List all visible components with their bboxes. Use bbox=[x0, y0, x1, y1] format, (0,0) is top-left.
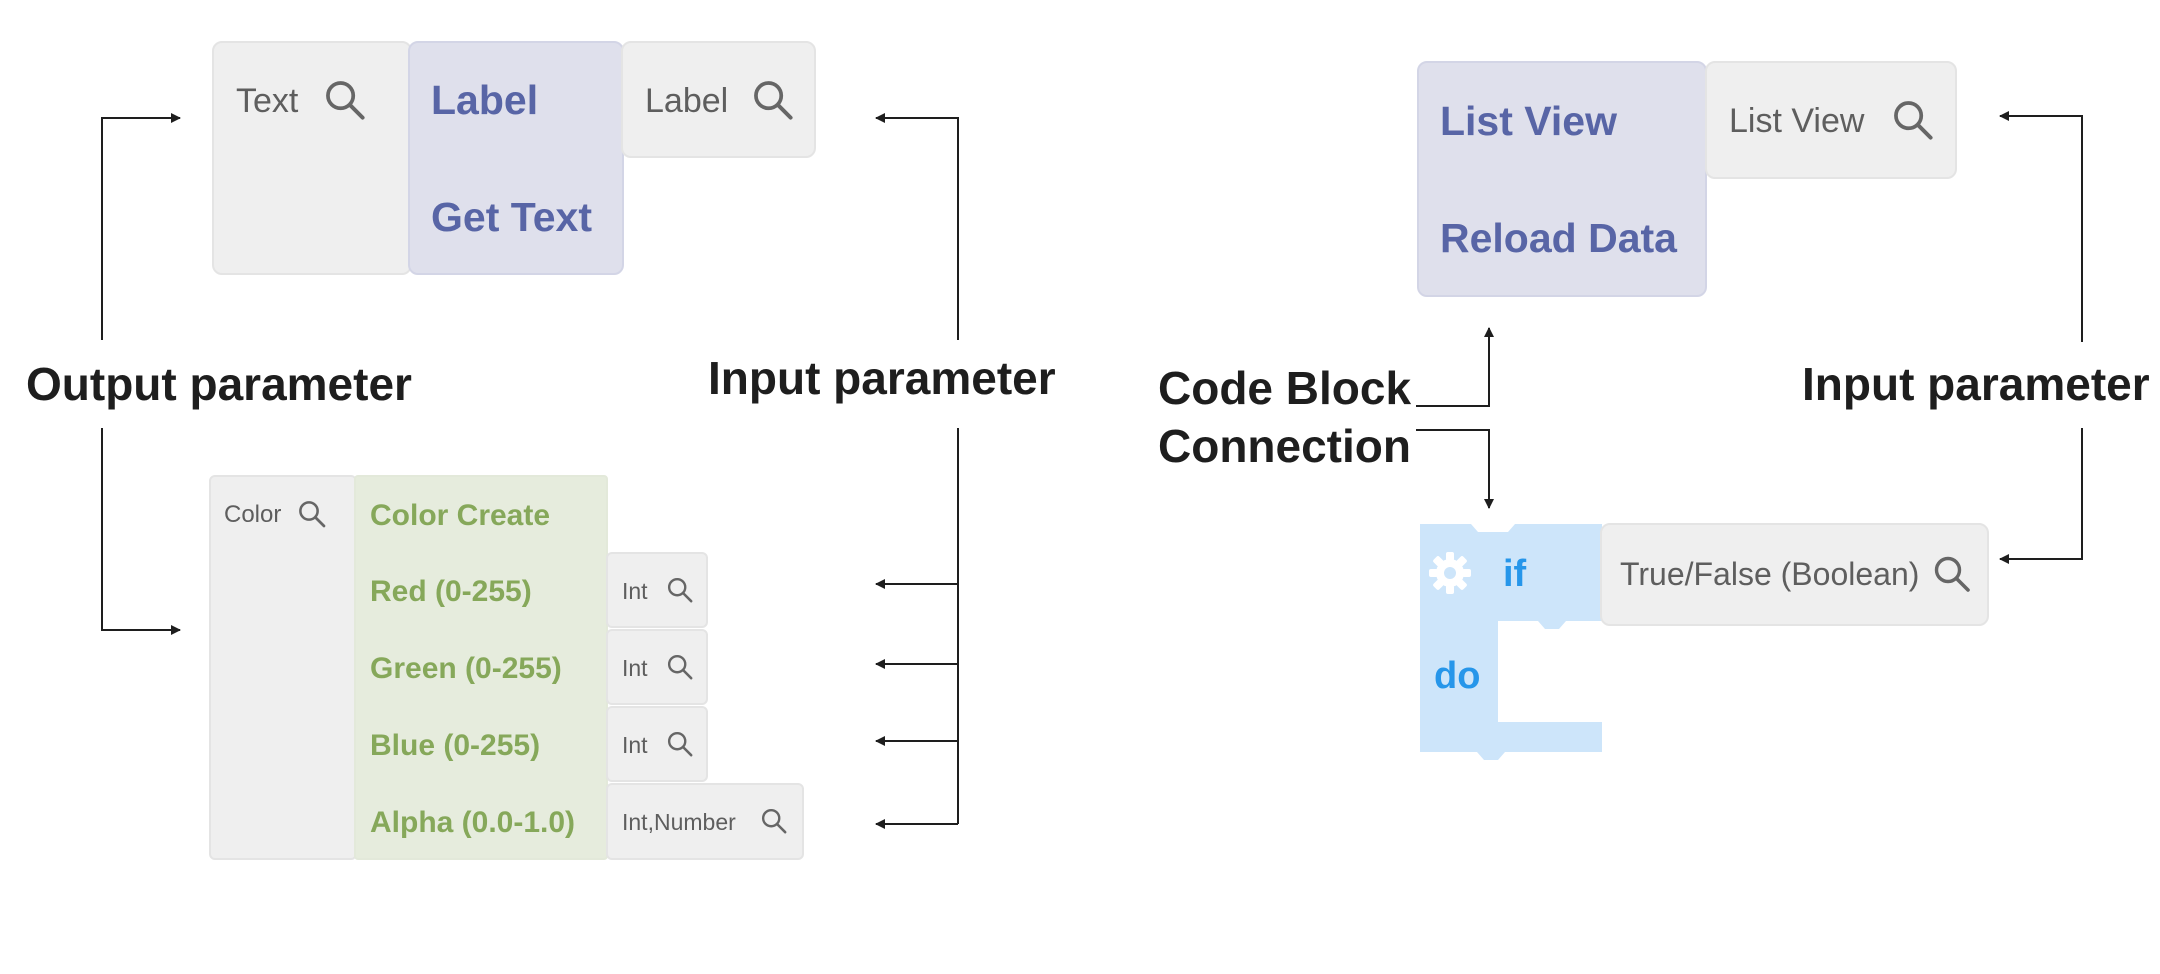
input-arrow-boolean bbox=[1999, 428, 2083, 564]
list-view-input-block[interactable] bbox=[1705, 61, 1957, 179]
blue-input-block[interactable] bbox=[606, 706, 708, 782]
reload-data-action: Reload Data bbox=[1440, 215, 1677, 261]
list-view-input-text: List View bbox=[1729, 102, 1865, 140]
blue-input-type: Int bbox=[622, 732, 648, 758]
alpha-param-label: Alpha (0.0-1.0) bbox=[370, 806, 576, 839]
red-input-block[interactable] bbox=[606, 552, 708, 628]
red-param-label: Red (0-255) bbox=[370, 575, 532, 608]
gear-icon[interactable] bbox=[1427, 550, 1473, 596]
label-title: Label bbox=[431, 77, 539, 123]
label-input-block[interactable] bbox=[621, 41, 816, 158]
text-output-block[interactable] bbox=[212, 41, 412, 275]
color-output-label: Color bbox=[224, 501, 282, 528]
do-keyword: do bbox=[1434, 655, 1481, 697]
green-input-block[interactable] bbox=[606, 629, 708, 705]
if-keyword: if bbox=[1503, 553, 1527, 595]
output-parameter-label: Output parameter bbox=[26, 358, 412, 410]
input-arrow-listview bbox=[1999, 111, 2083, 342]
color-create-component[interactable] bbox=[354, 475, 608, 860]
connection-label: Connection bbox=[1158, 420, 1411, 472]
color-output-block[interactable] bbox=[209, 475, 357, 860]
output-arrow-top bbox=[101, 113, 181, 340]
boolean-input-text: True/False (Boolean) bbox=[1620, 556, 1920, 592]
blue-param-label: Blue (0-255) bbox=[370, 729, 541, 762]
list-view-title: List View bbox=[1440, 98, 1617, 144]
input-parameter-label-right: Input parameter bbox=[1802, 358, 2150, 410]
input-parameter-label-left: Input parameter bbox=[708, 352, 1056, 404]
text-output-label: Text bbox=[236, 82, 299, 120]
get-text-action: Get Text bbox=[431, 194, 592, 240]
connection-arrow-up bbox=[1416, 327, 1494, 407]
label-component-block[interactable] bbox=[408, 41, 624, 275]
output-arrow-bottom bbox=[101, 428, 181, 635]
boolean-input-block[interactable] bbox=[1600, 523, 1989, 626]
alpha-input-type: Int,Number bbox=[622, 809, 736, 835]
input-arrow-label bbox=[875, 113, 959, 340]
label-input-text: Label bbox=[645, 82, 729, 120]
green-input-type: Int bbox=[622, 655, 648, 681]
color-create-title: Color Create bbox=[370, 499, 551, 532]
green-param-label: Green (0-255) bbox=[370, 652, 562, 685]
red-input-type: Int bbox=[622, 578, 648, 604]
list-view-component-block[interactable] bbox=[1417, 61, 1707, 297]
connection-arrow-down bbox=[1416, 429, 1494, 509]
alpha-input-block[interactable] bbox=[606, 783, 804, 860]
code-block-label: Code Block bbox=[1158, 362, 1412, 414]
